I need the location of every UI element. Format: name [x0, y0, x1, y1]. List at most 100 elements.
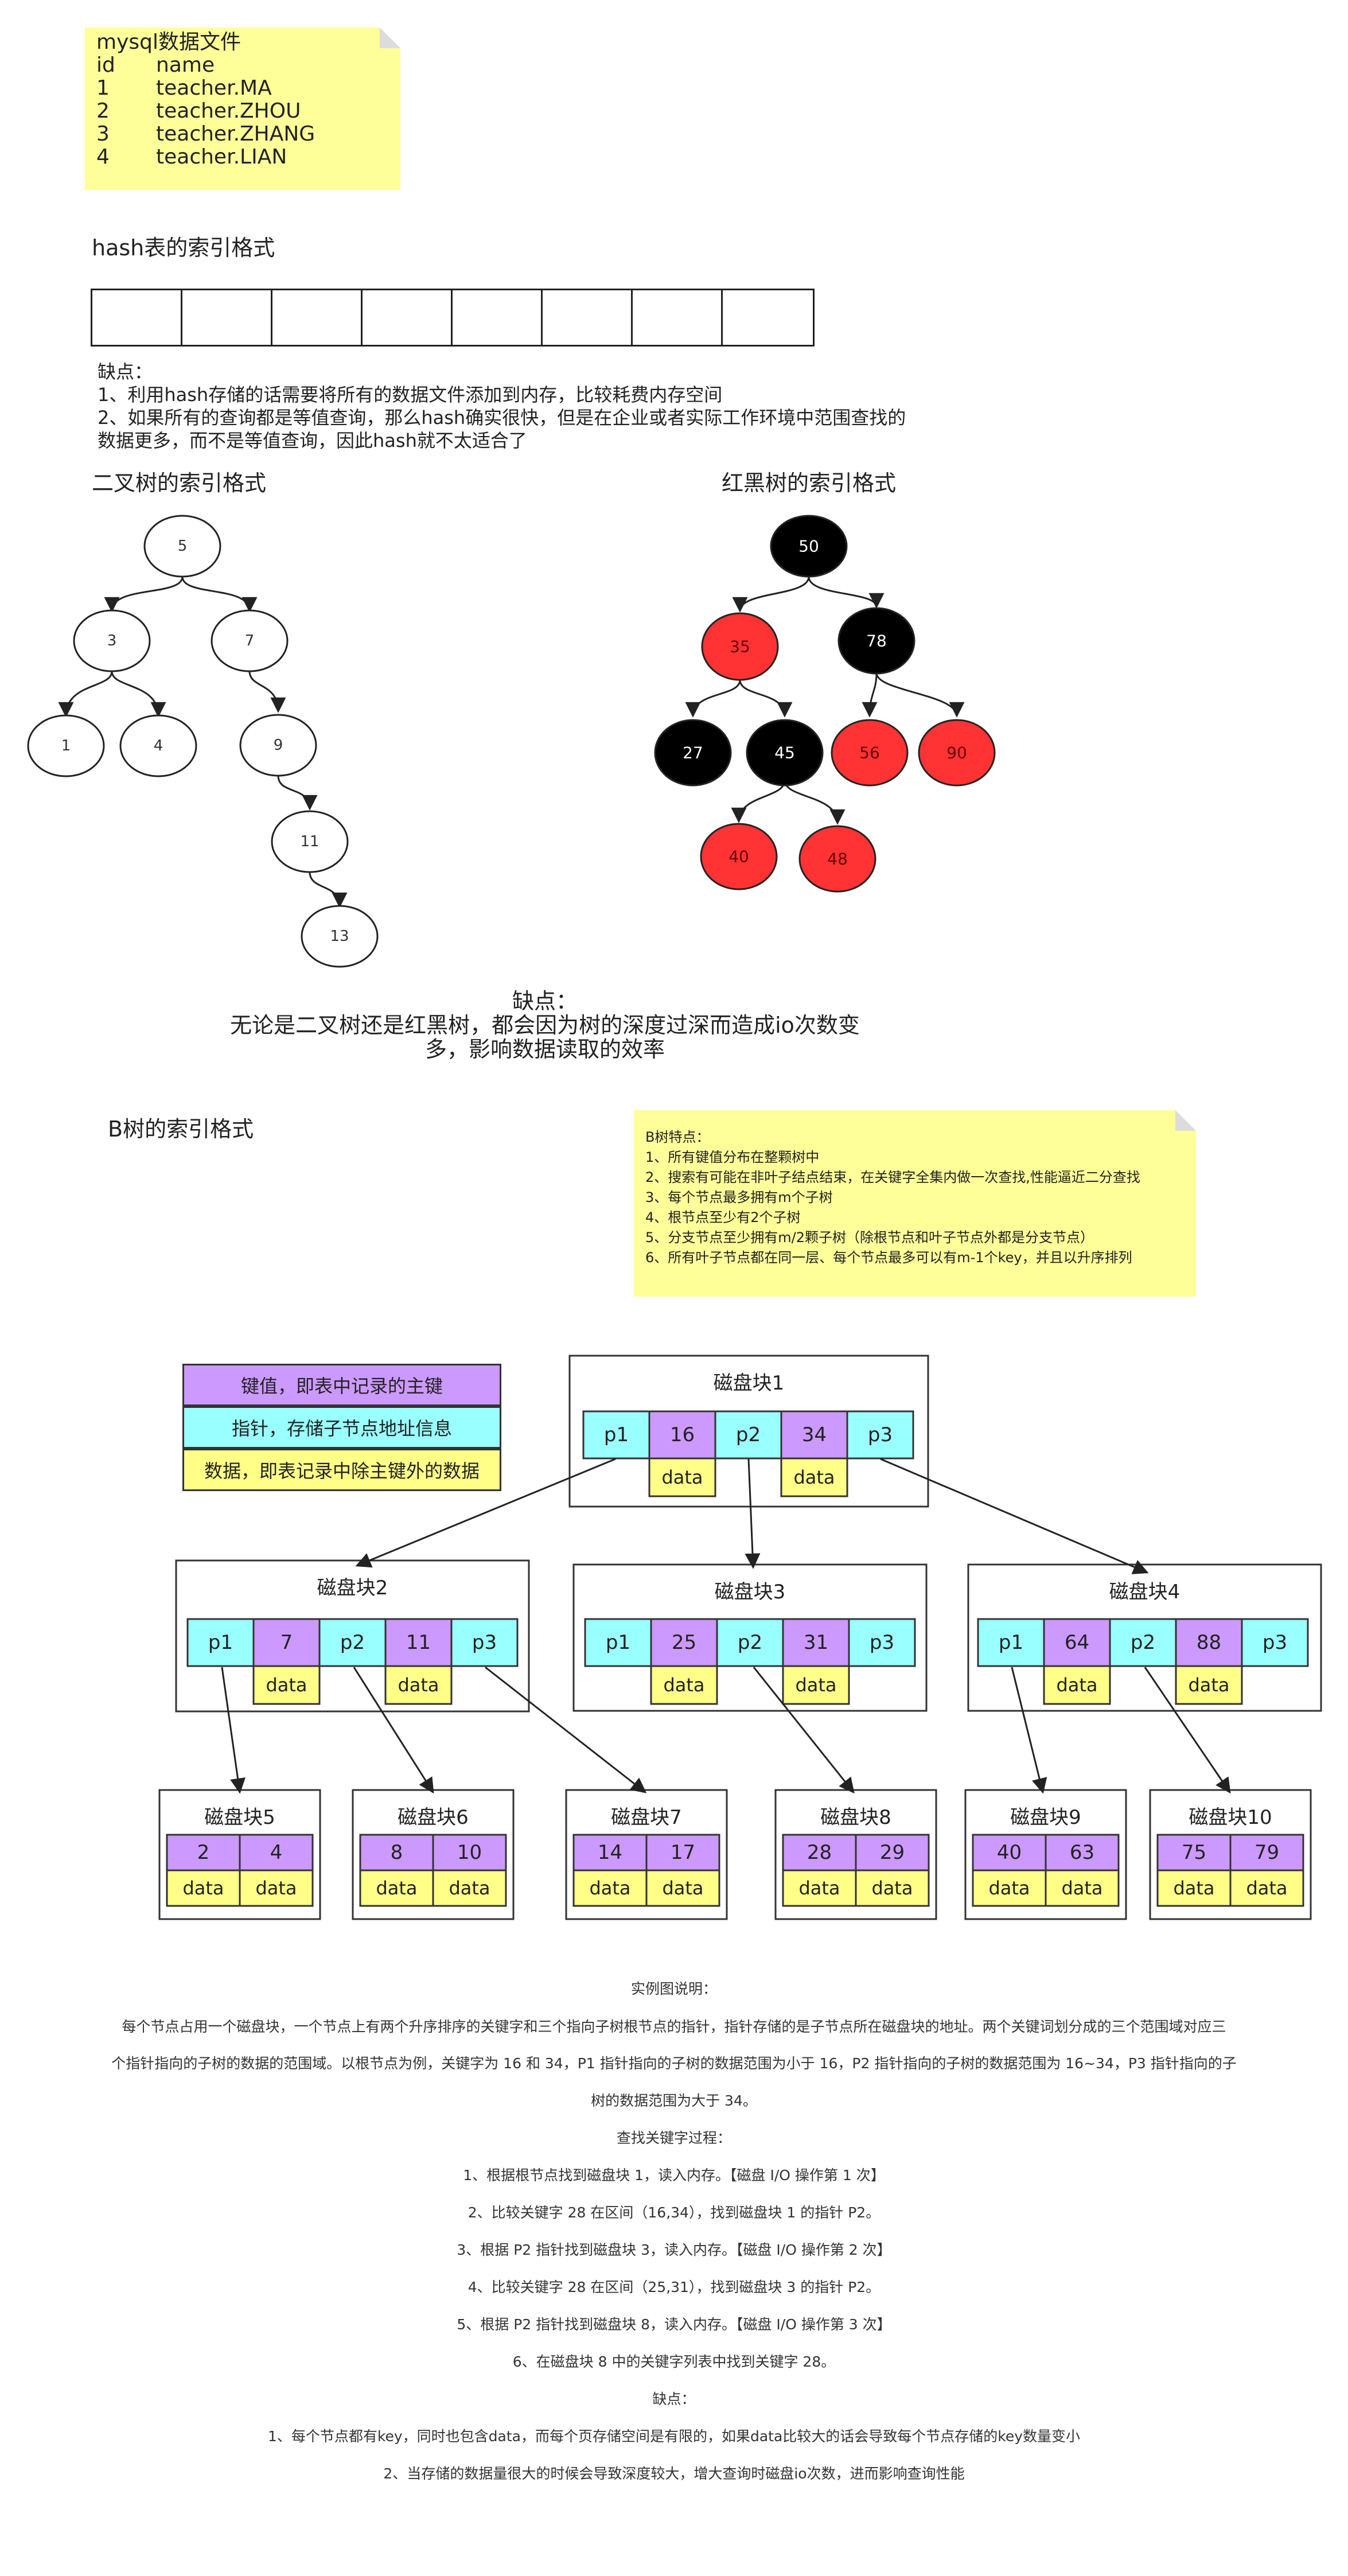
rb-node-label: 56	[859, 744, 880, 762]
tree-cons-line: 多，影响数据读取的效率	[424, 1037, 665, 1062]
key-label: 2	[197, 1841, 210, 1864]
rb-node-label: 40	[728, 847, 749, 866]
data-label: data	[988, 1877, 1030, 1899]
tree-cons-title: 缺点：	[512, 989, 578, 1014]
tree-edge	[875, 672, 965, 718]
key-cell	[1045, 1834, 1120, 1871]
btree-arrow	[745, 1458, 761, 1569]
explanation-line: 3、根据 P2 指针找到磁盘块 3，读入内存。【磁盘 I/O 操作第 2 次】	[457, 2242, 891, 2258]
pointer-label: p1	[999, 1631, 1023, 1654]
tree-edge	[277, 775, 318, 811]
explanation-line: 缺点：	[652, 2391, 696, 2407]
mysql-row-name: teacher.LIAN	[156, 145, 287, 169]
pointer-label: p2	[340, 1631, 365, 1654]
pointer-label: p2	[736, 1423, 761, 1446]
tree-edge	[111, 671, 166, 718]
data-cell	[782, 1869, 857, 1907]
key-label: 8	[391, 1841, 403, 1864]
key-label: 63	[1070, 1841, 1094, 1864]
btree-feature: 6、所有叶子节点都在同一层、每个节点最多可以有m-1个key，并且以升序排列	[645, 1250, 1132, 1266]
disk-block-name: 磁盘块2	[317, 1577, 388, 1600]
tree-node	[119, 714, 197, 777]
pointer-label: p3	[472, 1631, 497, 1654]
key-label: 16	[670, 1423, 695, 1446]
data-label: data	[376, 1877, 417, 1899]
hash-cons-line: 2、如果所有的查询都是等值查询，那么hash确实很快，但是在企业或者实际工作环境…	[98, 407, 906, 429]
data-label: data	[449, 1877, 490, 1899]
tree-node-label: 5	[178, 538, 188, 555]
key-cell	[855, 1834, 930, 1871]
disk-block-name: 磁盘块1	[714, 1372, 785, 1395]
legend-key: 键值，即表中记录的主键	[182, 1364, 501, 1406]
mysql-data-note	[85, 28, 400, 190]
key-label: 34	[802, 1423, 827, 1446]
pointer-label: p3	[870, 1631, 894, 1654]
key-label: 88	[1197, 1631, 1221, 1654]
hash-bucket	[723, 290, 813, 345]
key-cell	[650, 1618, 718, 1667]
tree-node	[27, 714, 105, 777]
btree-arrow	[485, 1666, 647, 1793]
hash-bucket	[363, 290, 453, 345]
key-label: 14	[598, 1841, 622, 1864]
data-label: data	[793, 1466, 835, 1488]
tree-cons-line: 无论是二叉树还是红黑树，都会因为树的深度过深而造成io次数变	[230, 1013, 860, 1038]
rb-node-red	[798, 825, 876, 893]
data-label: data	[795, 1674, 836, 1696]
disk-block-name: 磁盘块4	[1109, 1581, 1181, 1604]
data-cell	[1156, 1869, 1232, 1907]
key-label: 28	[807, 1841, 832, 1864]
hash-bucket	[543, 290, 633, 345]
tree-edge	[862, 672, 878, 718]
data-cell	[650, 1665, 718, 1705]
key-label: 17	[671, 1841, 695, 1864]
data-cell	[1043, 1665, 1111, 1705]
tree-node-label: 3	[107, 632, 117, 649]
data-cell	[1045, 1869, 1120, 1907]
rb-node-black	[837, 607, 915, 675]
binary-tree-title: 二叉树的索引格式	[92, 470, 267, 496]
explanation-line: 树的数据范围为大于 34。	[591, 2092, 757, 2109]
rb-node-red	[701, 612, 779, 681]
data-label: data	[661, 1466, 703, 1488]
tree-edge	[104, 576, 184, 613]
key-cell	[432, 1834, 507, 1871]
pointer-cell	[450, 1618, 519, 1667]
tree-node	[73, 609, 151, 672]
rb-node-red	[831, 719, 909, 787]
data-label: data	[1188, 1674, 1229, 1696]
btree-features-title: B树特点：	[645, 1129, 710, 1145]
tree-node	[301, 905, 379, 968]
disk-block-name: 磁盘块5	[204, 1806, 275, 1829]
data-cell	[359, 1869, 434, 1907]
key-cell	[252, 1618, 321, 1667]
data-cell	[572, 1869, 648, 1907]
tree-edge	[808, 576, 885, 609]
key-label: 7	[280, 1631, 293, 1654]
btree-features-note	[634, 1110, 1196, 1297]
tree-node-label: 11	[300, 833, 319, 850]
pointer-cell	[318, 1618, 387, 1667]
btree-arrow	[880, 1458, 1149, 1574]
key-label: 40	[997, 1841, 1022, 1864]
explanation-line: 个指针指向的子树的数据的范围域。以根节点为例，关键字为 16 和 34，P1 指…	[111, 2055, 1237, 2072]
tree-node-label: 13	[330, 928, 349, 945]
tree-node	[271, 810, 349, 873]
hash-bucket	[182, 290, 272, 345]
mysql-row-name: teacher.MA	[156, 76, 272, 100]
key-label: 31	[804, 1631, 828, 1654]
hash-table	[91, 289, 815, 347]
mysql-header-id: id	[96, 53, 115, 77]
pointer-cell	[186, 1618, 255, 1667]
key-label: 75	[1182, 1841, 1206, 1864]
key-cell	[239, 1834, 314, 1871]
hash-bucket	[272, 290, 363, 345]
disk-block-name: 磁盘块8	[820, 1806, 891, 1829]
rb-node-red	[700, 823, 778, 890]
tree-edge	[685, 679, 741, 718]
btree-feature: 1、所有键值分布在整颗树中	[645, 1149, 820, 1165]
data-cell	[782, 1665, 850, 1705]
pointer-cell	[846, 1410, 914, 1460]
explanation-line: 1、每个节点都有key，同时也包含data，而每个页存储空间是有限的，如果dat…	[267, 2428, 1081, 2445]
data-label: data	[798, 1877, 840, 1899]
